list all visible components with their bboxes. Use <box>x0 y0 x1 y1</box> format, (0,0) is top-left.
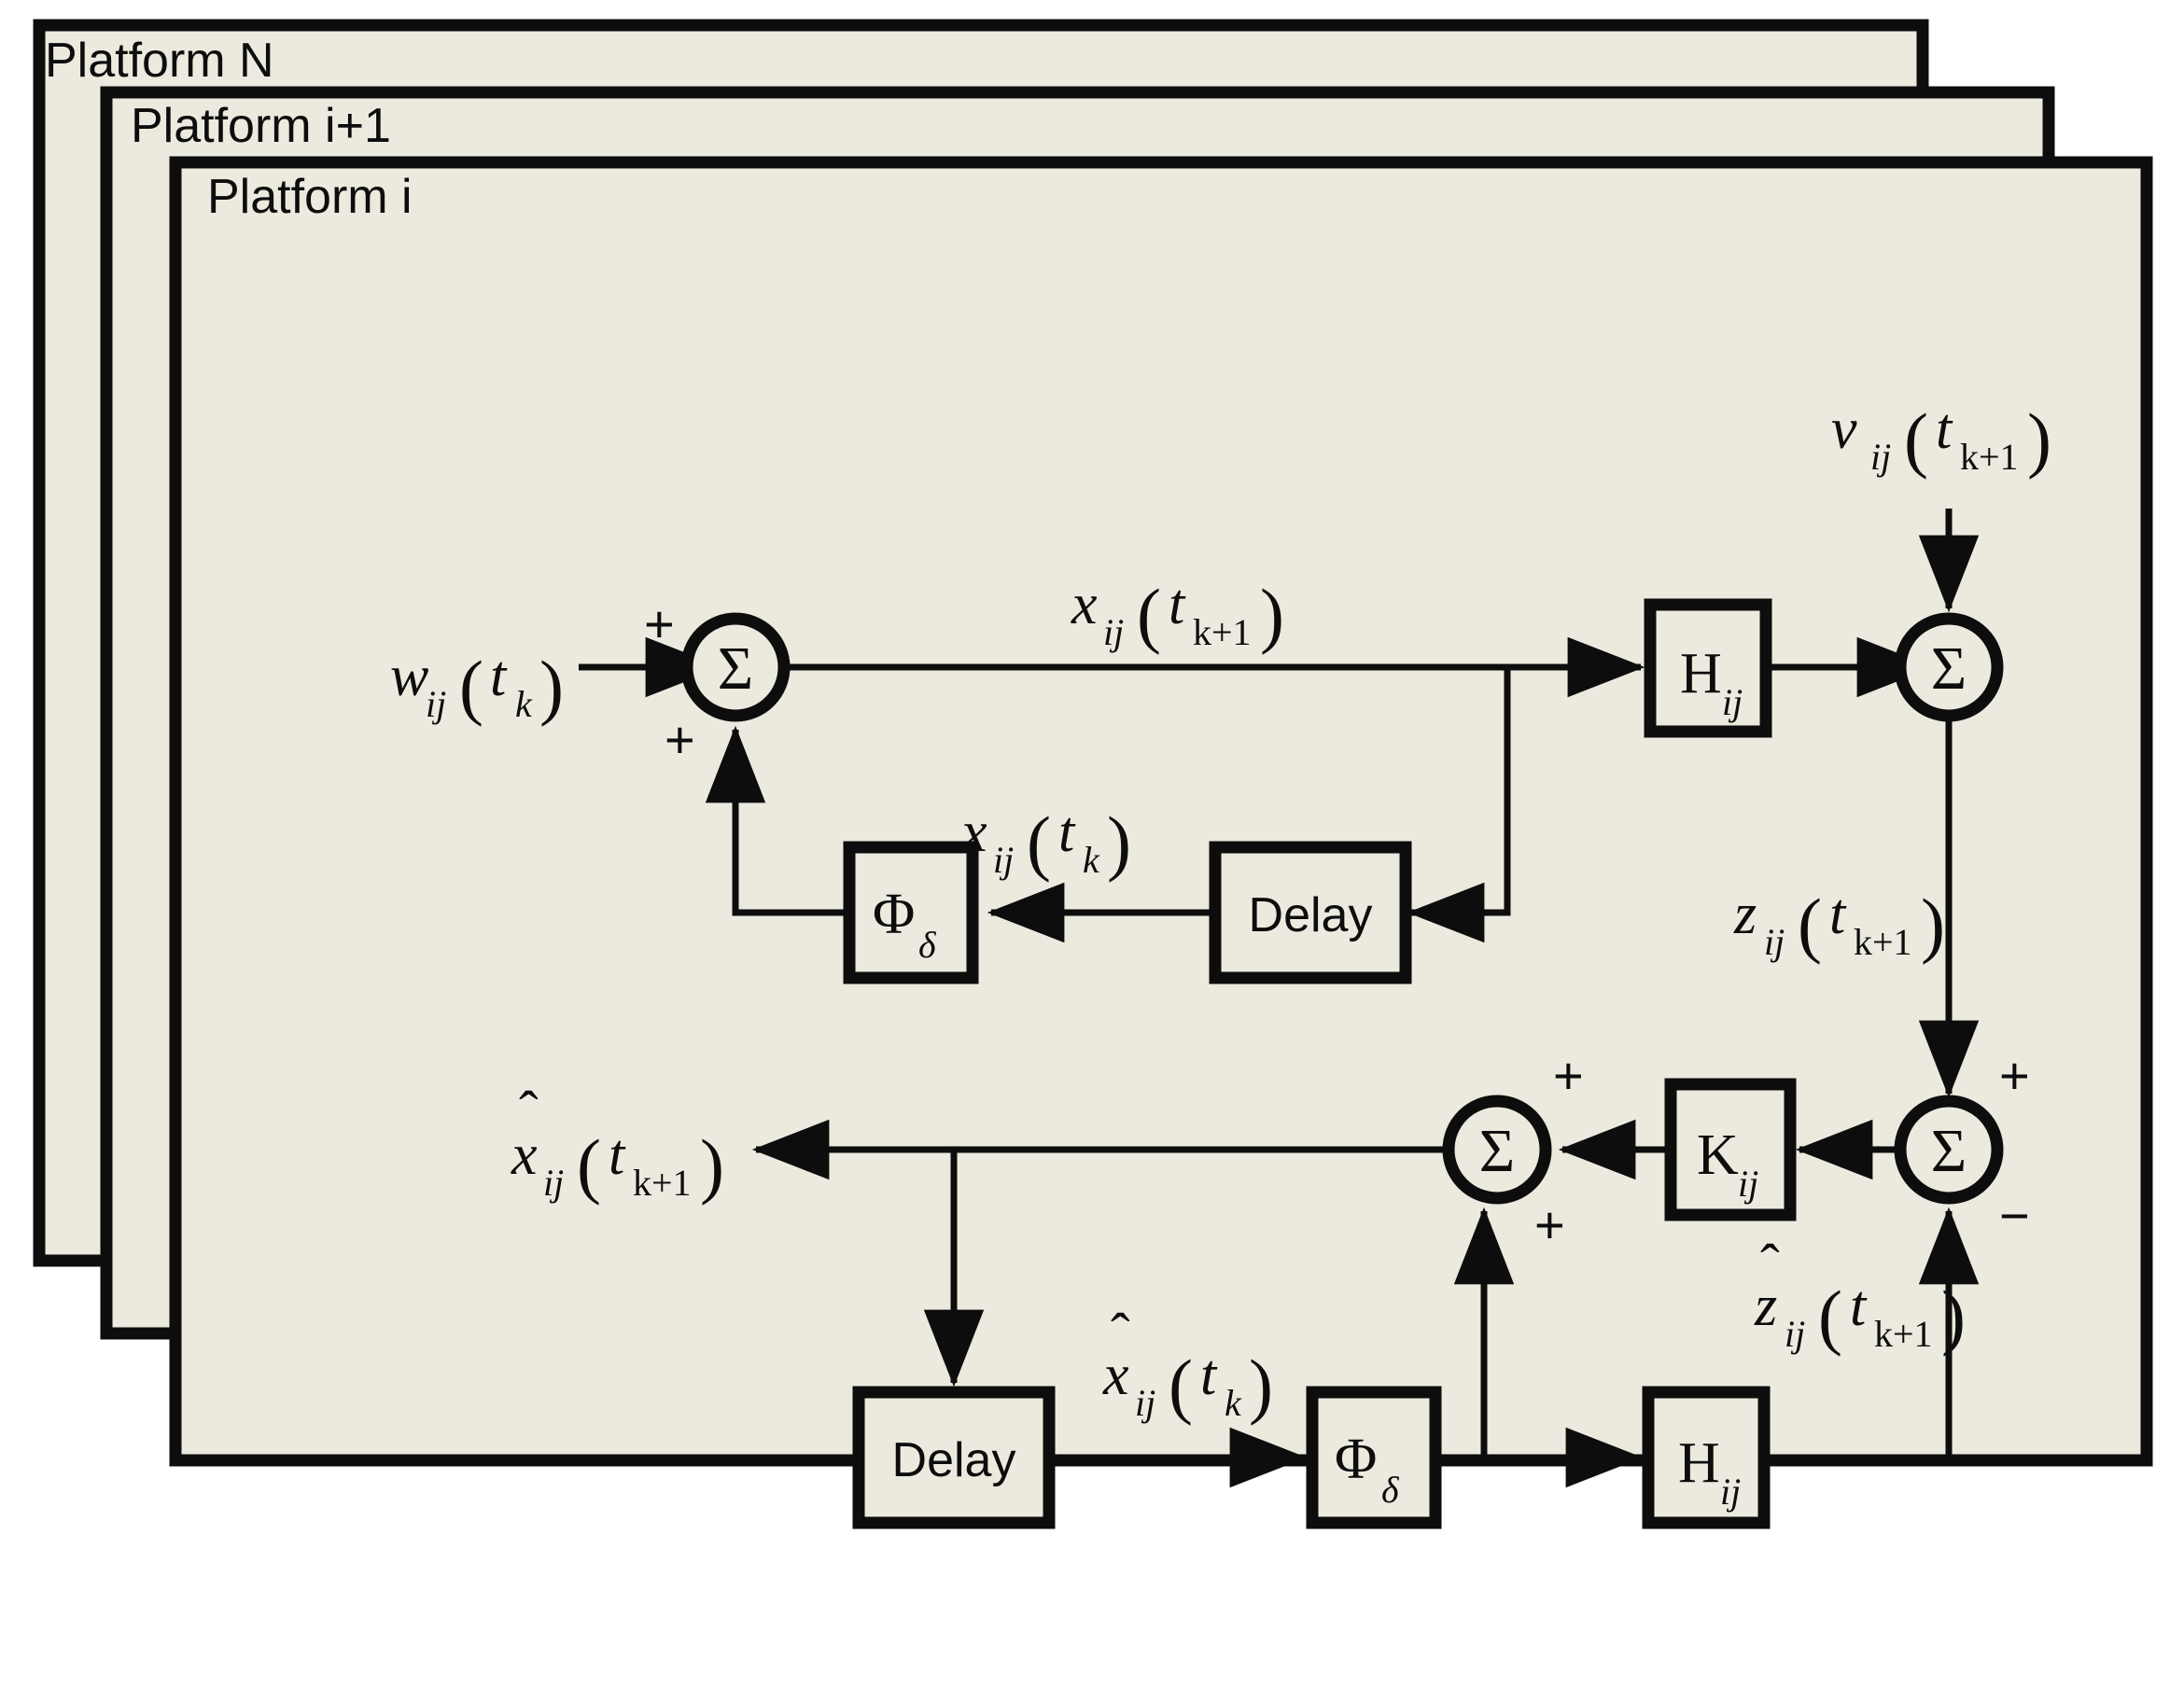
svg-text:): ) <box>1921 884 1945 965</box>
svg-text:ˆ: ˆ <box>1111 1303 1130 1366</box>
svg-text:): ) <box>1249 1345 1273 1426</box>
phi-block-bot[interactable]: Φ δ <box>1306 1386 1442 1529</box>
svg-text:k+1: k+1 <box>633 1162 692 1204</box>
phi-block-top[interactable]: Φ δ <box>843 841 979 984</box>
svg-text:w: w <box>390 645 428 708</box>
phi-block-top-sub: δ <box>918 924 937 966</box>
wire-phi-to-sum-state <box>705 725 849 916</box>
h-block-top[interactable]: H ij <box>1644 598 1772 738</box>
svg-text:k+1: k+1 <box>1854 921 1912 963</box>
sum-residual-minus: − <box>1999 1186 2030 1245</box>
svg-text:x: x <box>1102 1344 1129 1407</box>
sum-residual-plus: + <box>1999 1046 2030 1105</box>
platform-panel-i[interactable]: Platform i <box>169 156 2153 1467</box>
h-block-top-label: H <box>1680 642 1722 705</box>
svg-text:(: ( <box>1818 1276 1842 1357</box>
h-block-bot-sub: ij <box>1720 1471 1741 1513</box>
svg-text:x: x <box>511 1123 538 1187</box>
svg-text:z: z <box>1733 883 1757 946</box>
signal-x-next-label: x ij ( t k+1 ) <box>1071 573 1284 655</box>
svg-text:): ) <box>1107 802 1131 883</box>
platform-i-label: Platform i <box>207 170 413 224</box>
svg-text:ν: ν <box>1831 398 1857 461</box>
sum-node-residual[interactable]: Σ <box>1894 1095 2004 1205</box>
svg-text:): ) <box>2027 398 2051 480</box>
svg-text:k+1: k+1 <box>1874 1313 1933 1355</box>
svg-text:k: k <box>1225 1382 1242 1424</box>
svg-text:(: ( <box>1798 884 1822 965</box>
h-block-top-sub: ij <box>1722 681 1743 723</box>
sum-residual-sigma: Σ <box>1931 1117 1967 1185</box>
delay-block-bot[interactable]: Delay <box>852 1386 1056 1529</box>
sum-estimate-plus-right: + <box>1553 1046 1584 1105</box>
svg-text:ij: ij <box>1870 436 1891 478</box>
signal-xhat-k-label: x ˆ ij ( t k ) <box>1102 1303 1273 1426</box>
svg-text:ˆ: ˆ <box>1760 1234 1780 1297</box>
svg-text:x: x <box>1071 573 1098 636</box>
k-block[interactable]: K ij <box>1664 1078 1797 1221</box>
signal-w-label: w ij ( t k ) <box>390 645 564 727</box>
platform-i-plus-1-label: Platform i+1 <box>131 99 391 153</box>
svg-text:ij: ij <box>426 683 446 725</box>
sum-node-estimate[interactable]: Σ <box>1442 1095 1552 1205</box>
sum-state-plus-bottom: + <box>665 710 695 769</box>
delay-block-bot-label: Delay <box>892 1433 1016 1487</box>
sum-estimate-plus-bottom: + <box>1534 1195 1565 1254</box>
wire-state-branch-to-delay <box>1407 667 1511 943</box>
svg-text:k+1: k+1 <box>1193 611 1252 653</box>
signal-xhat-next-label: x ˆ ij ( t k+1 ) <box>511 1081 724 1206</box>
svg-text:(: ( <box>1169 1345 1193 1426</box>
signal-z-next-label: z ij ( t k+1 ) <box>1733 883 1945 965</box>
svg-text:ij: ij <box>543 1162 564 1204</box>
svg-text:ij: ij <box>1785 1313 1805 1355</box>
h-block-bot-label: H <box>1678 1431 1720 1495</box>
phi-block-top-label: Φ <box>873 883 915 946</box>
sum-measure-sigma: Σ <box>1931 635 1967 703</box>
svg-text:t: t <box>1936 398 1953 461</box>
svg-text:(: ( <box>1027 802 1051 883</box>
h-block-bot[interactable]: H ij <box>1642 1386 1771 1529</box>
svg-text:t: t <box>1058 801 1076 864</box>
sum-estimate-sigma: Σ <box>1479 1117 1515 1185</box>
signal-zhat-next-label: z ˆ ij ( t k+1 ) <box>1754 1234 1966 1357</box>
svg-text:z: z <box>1754 1275 1777 1338</box>
phi-block-bot-label: Φ <box>1335 1428 1377 1491</box>
phi-block-bot-sub: δ <box>1381 1469 1400 1511</box>
svg-text:k+1: k+1 <box>1960 436 2019 478</box>
svg-text:): ) <box>539 646 564 727</box>
svg-text:t: t <box>490 645 508 708</box>
sum-state-sigma: Σ <box>718 635 753 703</box>
platform-n-label: Platform N <box>45 34 274 88</box>
svg-text:t: t <box>1829 883 1847 946</box>
svg-text:(: ( <box>577 1124 601 1206</box>
svg-text:): ) <box>700 1124 724 1206</box>
svg-text:t: t <box>1169 573 1186 636</box>
svg-text:k: k <box>1083 839 1100 881</box>
delay-block-top[interactable]: Delay <box>1209 841 1412 984</box>
svg-text:k: k <box>515 683 533 725</box>
svg-text:): ) <box>1941 1276 1966 1357</box>
svg-text:t: t <box>1850 1275 1868 1338</box>
svg-text:ij: ij <box>993 839 1014 881</box>
svg-text:t: t <box>1200 1344 1218 1407</box>
svg-text:ij: ij <box>1135 1382 1155 1424</box>
wire-zhat-to-sum-residual <box>1764 1207 1980 1461</box>
svg-text:): ) <box>1260 574 1284 655</box>
svg-text:ˆ: ˆ <box>519 1081 539 1144</box>
svg-text:ij: ij <box>1764 921 1785 963</box>
svg-text:(: ( <box>1137 574 1161 655</box>
sum-node-measure[interactable]: Σ <box>1894 612 2004 722</box>
svg-text:t: t <box>609 1123 626 1187</box>
svg-text:(: ( <box>459 646 483 727</box>
signal-nu-label: ν ij ( t k+1 ) <box>1831 398 2051 480</box>
sum-node-state[interactable]: Σ <box>680 612 791 722</box>
delay-block-top-label: Delay <box>1249 888 1373 942</box>
svg-text:ij: ij <box>1103 611 1124 653</box>
svg-text:(: ( <box>1904 398 1928 480</box>
k-block-label: K <box>1697 1123 1739 1187</box>
sum-state-plus-left: + <box>644 594 675 653</box>
k-block-sub: ij <box>1738 1163 1758 1205</box>
